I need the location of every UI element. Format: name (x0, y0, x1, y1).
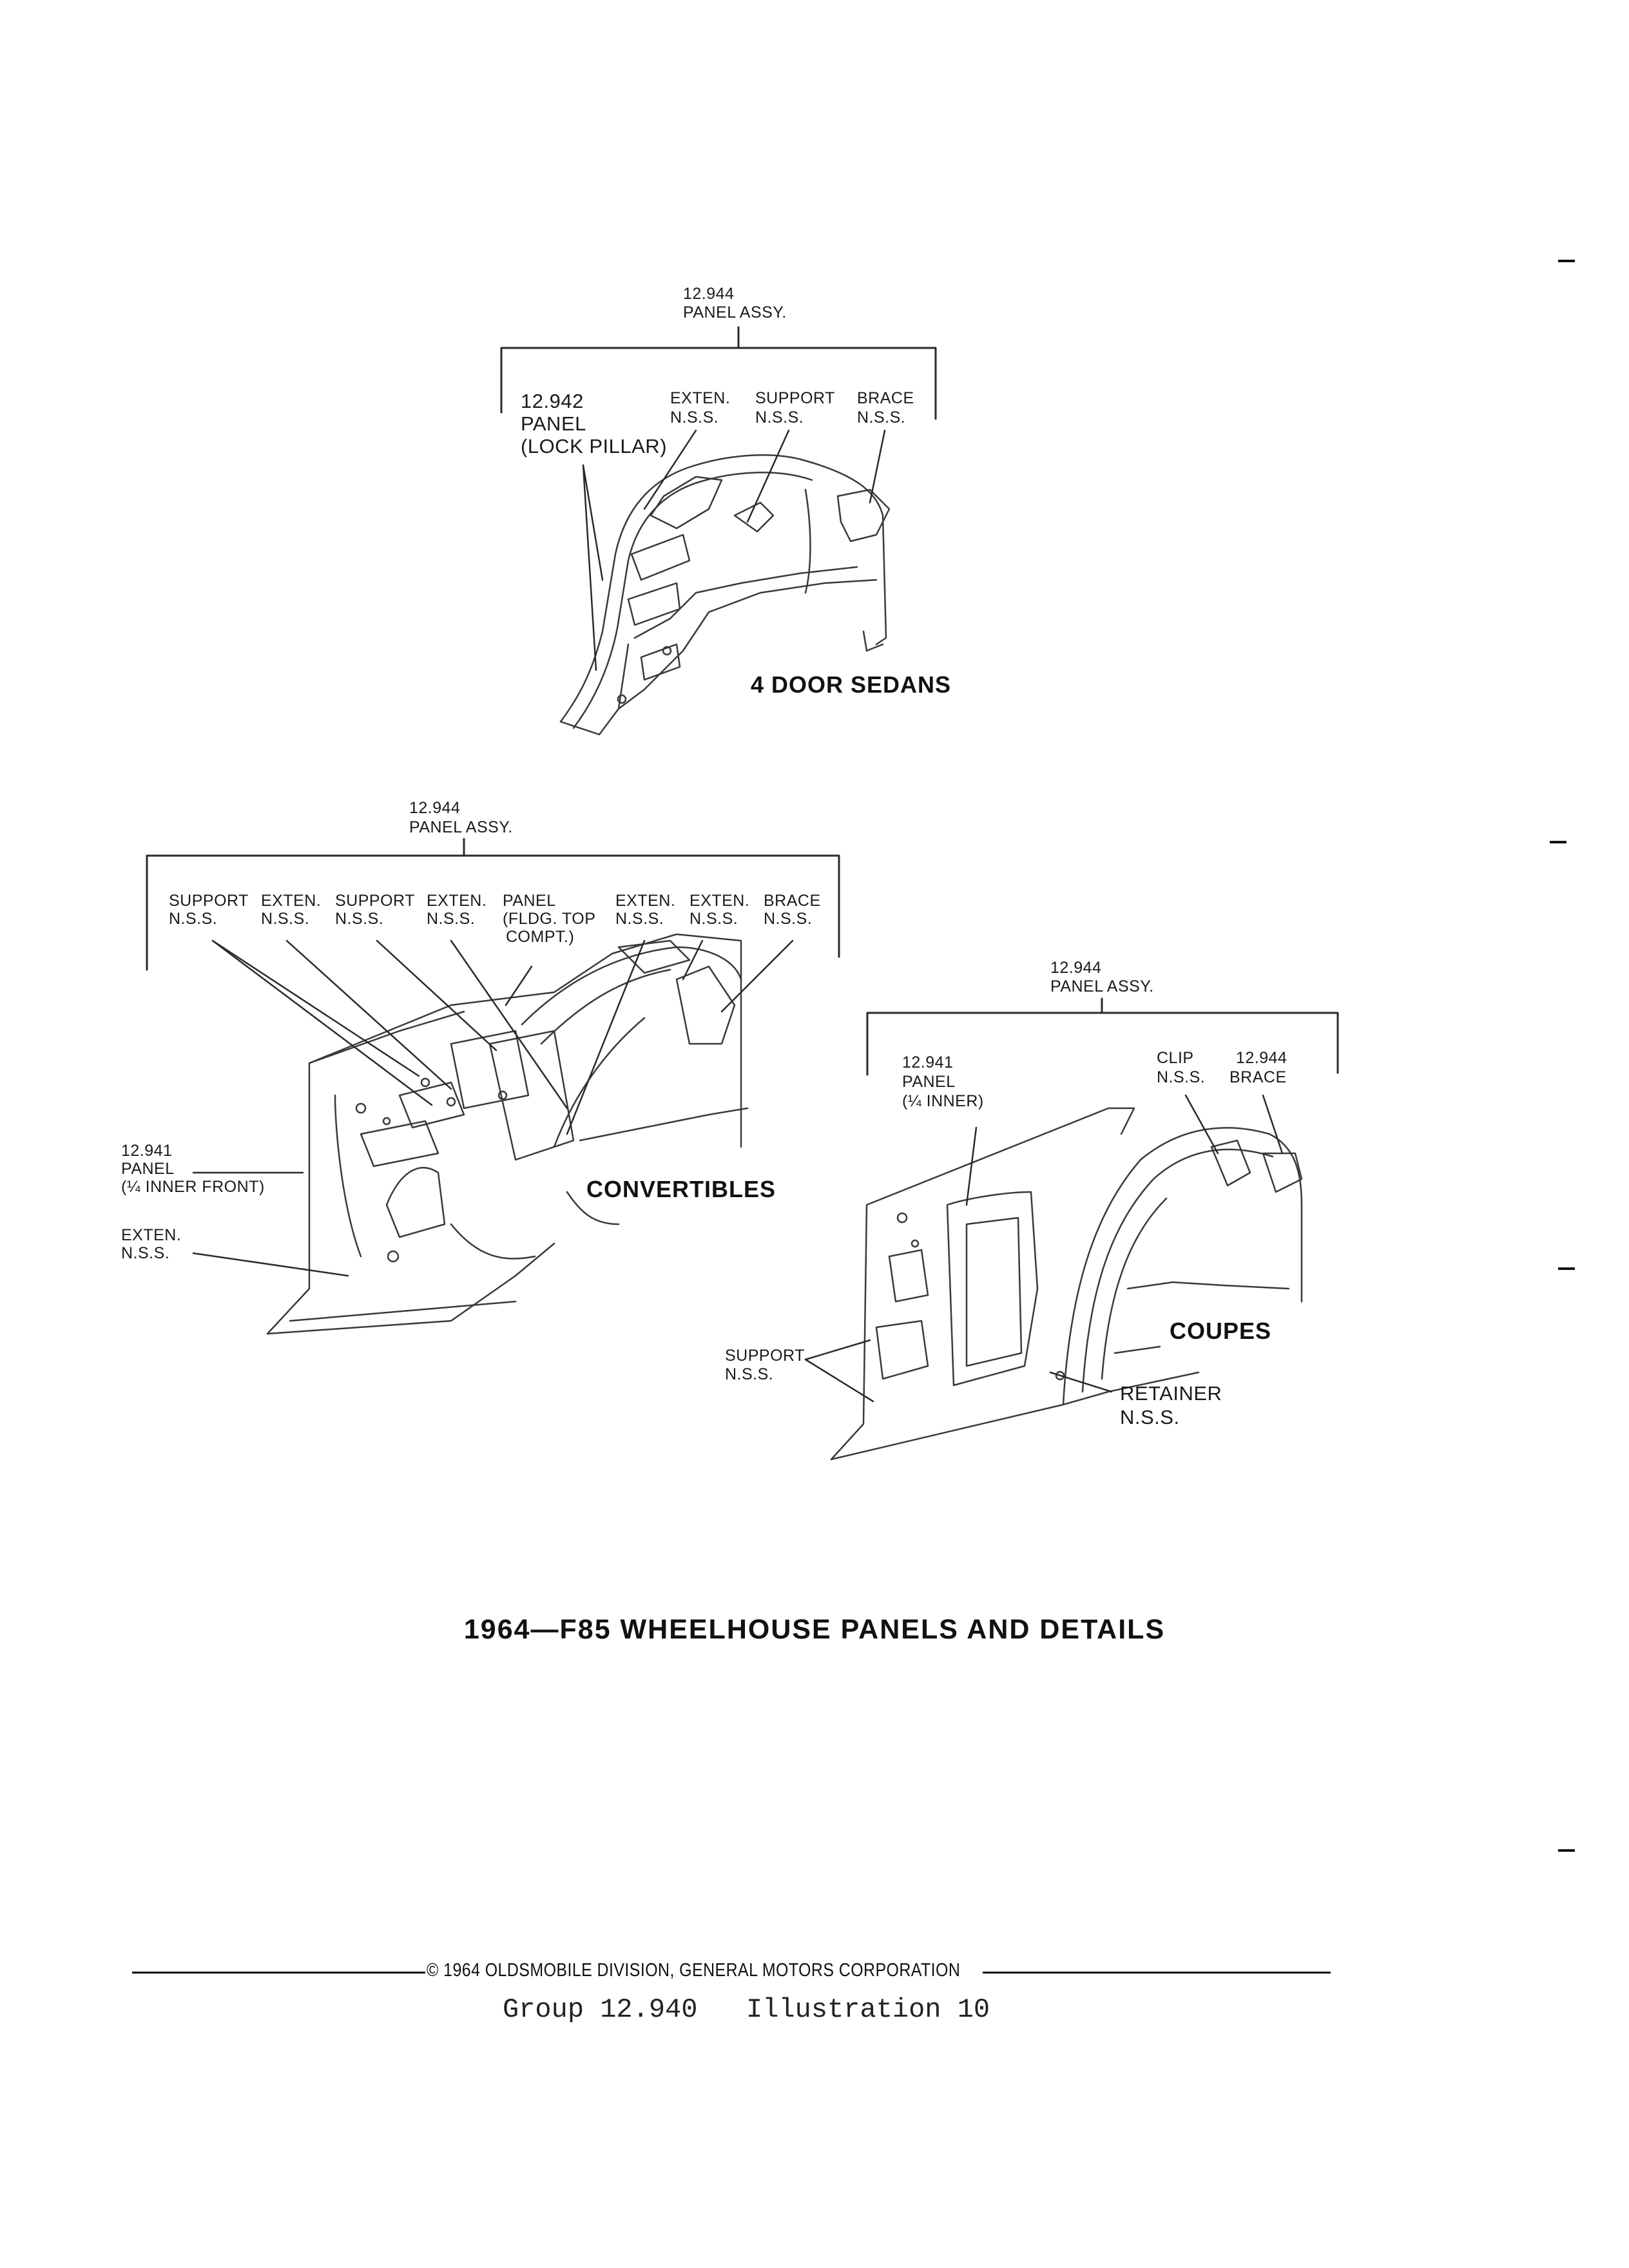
coupes-panel-label: PANEL (902, 1073, 956, 1091)
convertibles-exten-4-label: EXTEN. (689, 892, 750, 910)
coupes-brace-number: 12.944 (1236, 1049, 1287, 1067)
convertibles-exten-lower-nss: N.S.S. (121, 1244, 170, 1262)
sedans-brace-label: BRACE (857, 389, 914, 407)
convertibles-title: CONVERTIBLES (586, 1176, 776, 1202)
convertibles-assy-label: PANEL ASSY. (409, 818, 513, 836)
sedans-support-nss: N.S.S. (755, 408, 804, 427)
coupes-leaders (804, 1094, 1284, 1403)
coupes-clip-label: CLIP (1157, 1049, 1194, 1067)
convertibles-exten-2-label: EXTEN. (427, 892, 487, 910)
page-title: 1964—F85 WHEELHOUSE PANELS AND DETAILS (463, 1614, 1166, 1645)
convertibles-leaders (192, 939, 794, 1277)
sedans-bracket (500, 326, 937, 420)
convertibles-support-1-nss: N.S.S. (169, 910, 218, 928)
sedans-leaders (582, 429, 886, 671)
convertibles-exten-2-nss: N.S.S. (427, 910, 476, 928)
coupes-retainer-nss: N.S.S. (1120, 1406, 1180, 1428)
sedans-support-label: SUPPORT (755, 389, 835, 407)
sedans-brace-nss: N.S.S. (857, 408, 906, 427)
convertibles-support-1-label: SUPPORT (169, 892, 249, 910)
convertibles-brace-label: BRACE (764, 892, 821, 910)
coupes-assy-number: 12.944 (1050, 959, 1102, 977)
margin-mark (1558, 1849, 1575, 1852)
copyright-notice: © 1964 OLDSMOBILE DIVISION, GENERAL MOTO… (427, 1960, 961, 1981)
convertibles-panel-compt: COMPT.) (506, 928, 575, 946)
footer-rule-left (132, 1972, 425, 1974)
convertibles-inner-front-number: 12.941 (121, 1142, 173, 1160)
convertibles-exten-1-nss: N.S.S. (261, 910, 310, 928)
convertibles-exten-3-label: EXTEN. (615, 892, 676, 910)
convertibles-drawing (266, 933, 749, 1335)
coupes-bracket (866, 997, 1339, 1076)
coupes-title: COUPES (1170, 1318, 1272, 1344)
coupes-panel-number: 12.941 (902, 1053, 954, 1072)
sedans-title: 4 DOOR SEDANS (751, 671, 952, 698)
coupes-drawing (830, 1107, 1303, 1461)
coupes-support-label: SUPPORT (725, 1347, 805, 1365)
sedans-exten-nss: N.S.S. (670, 408, 719, 427)
convertibles-panel-fldg: (FLDG. TOP (503, 910, 596, 928)
sedans-panel-number: 12.942 (521, 390, 584, 412)
coupes-retainer-label: RETAINER (1120, 1382, 1222, 1405)
convertibles-inner-front-desc: (¼ INNER FRONT) (121, 1178, 265, 1196)
sedans-panel-desc: (LOCK PILLAR) (521, 435, 668, 457)
convertibles-brace-nss: N.S.S. (764, 910, 813, 928)
coupes-assy-label: PANEL ASSY. (1050, 977, 1154, 995)
convertibles-assy-number: 12.944 (409, 799, 461, 817)
convertibles-panel-label: PANEL (503, 892, 556, 910)
footer-rule-right (983, 1972, 1331, 1974)
margin-mark (1558, 260, 1575, 262)
convertibles-support-2-label: SUPPORT (335, 892, 415, 910)
convertibles-support-2-nss: N.S.S. (335, 910, 384, 928)
convertibles-exten-lower-label: EXTEN. (121, 1226, 182, 1244)
sedans-exten-label: EXTEN. (670, 389, 731, 407)
convertibles-exten-4-nss: N.S.S. (689, 910, 738, 928)
convertibles-exten-3-nss: N.S.S. (615, 910, 664, 928)
sedans-assy-label: PANEL ASSY. (683, 303, 787, 322)
convertibles-exten-1-label: EXTEN. (261, 892, 322, 910)
coupes-brace-label: BRACE (1229, 1068, 1287, 1086)
coupes-support-nss: N.S.S. (725, 1365, 774, 1383)
sedans-assy-number: 12.944 (683, 285, 735, 303)
coupes-panel-desc: (¼ INNER) (902, 1092, 984, 1110)
margin-mark (1550, 841, 1566, 843)
sedans-panel-label: PANEL (521, 412, 586, 435)
convertibles-inner-front-label: PANEL (121, 1160, 175, 1178)
coupes-clip-nss: N.S.S. (1157, 1068, 1206, 1086)
convertibles-bracket (146, 838, 840, 971)
margin-mark (1558, 1267, 1575, 1270)
group-illustration-line: Group 12.940 Illustration 10 (503, 1994, 990, 2025)
